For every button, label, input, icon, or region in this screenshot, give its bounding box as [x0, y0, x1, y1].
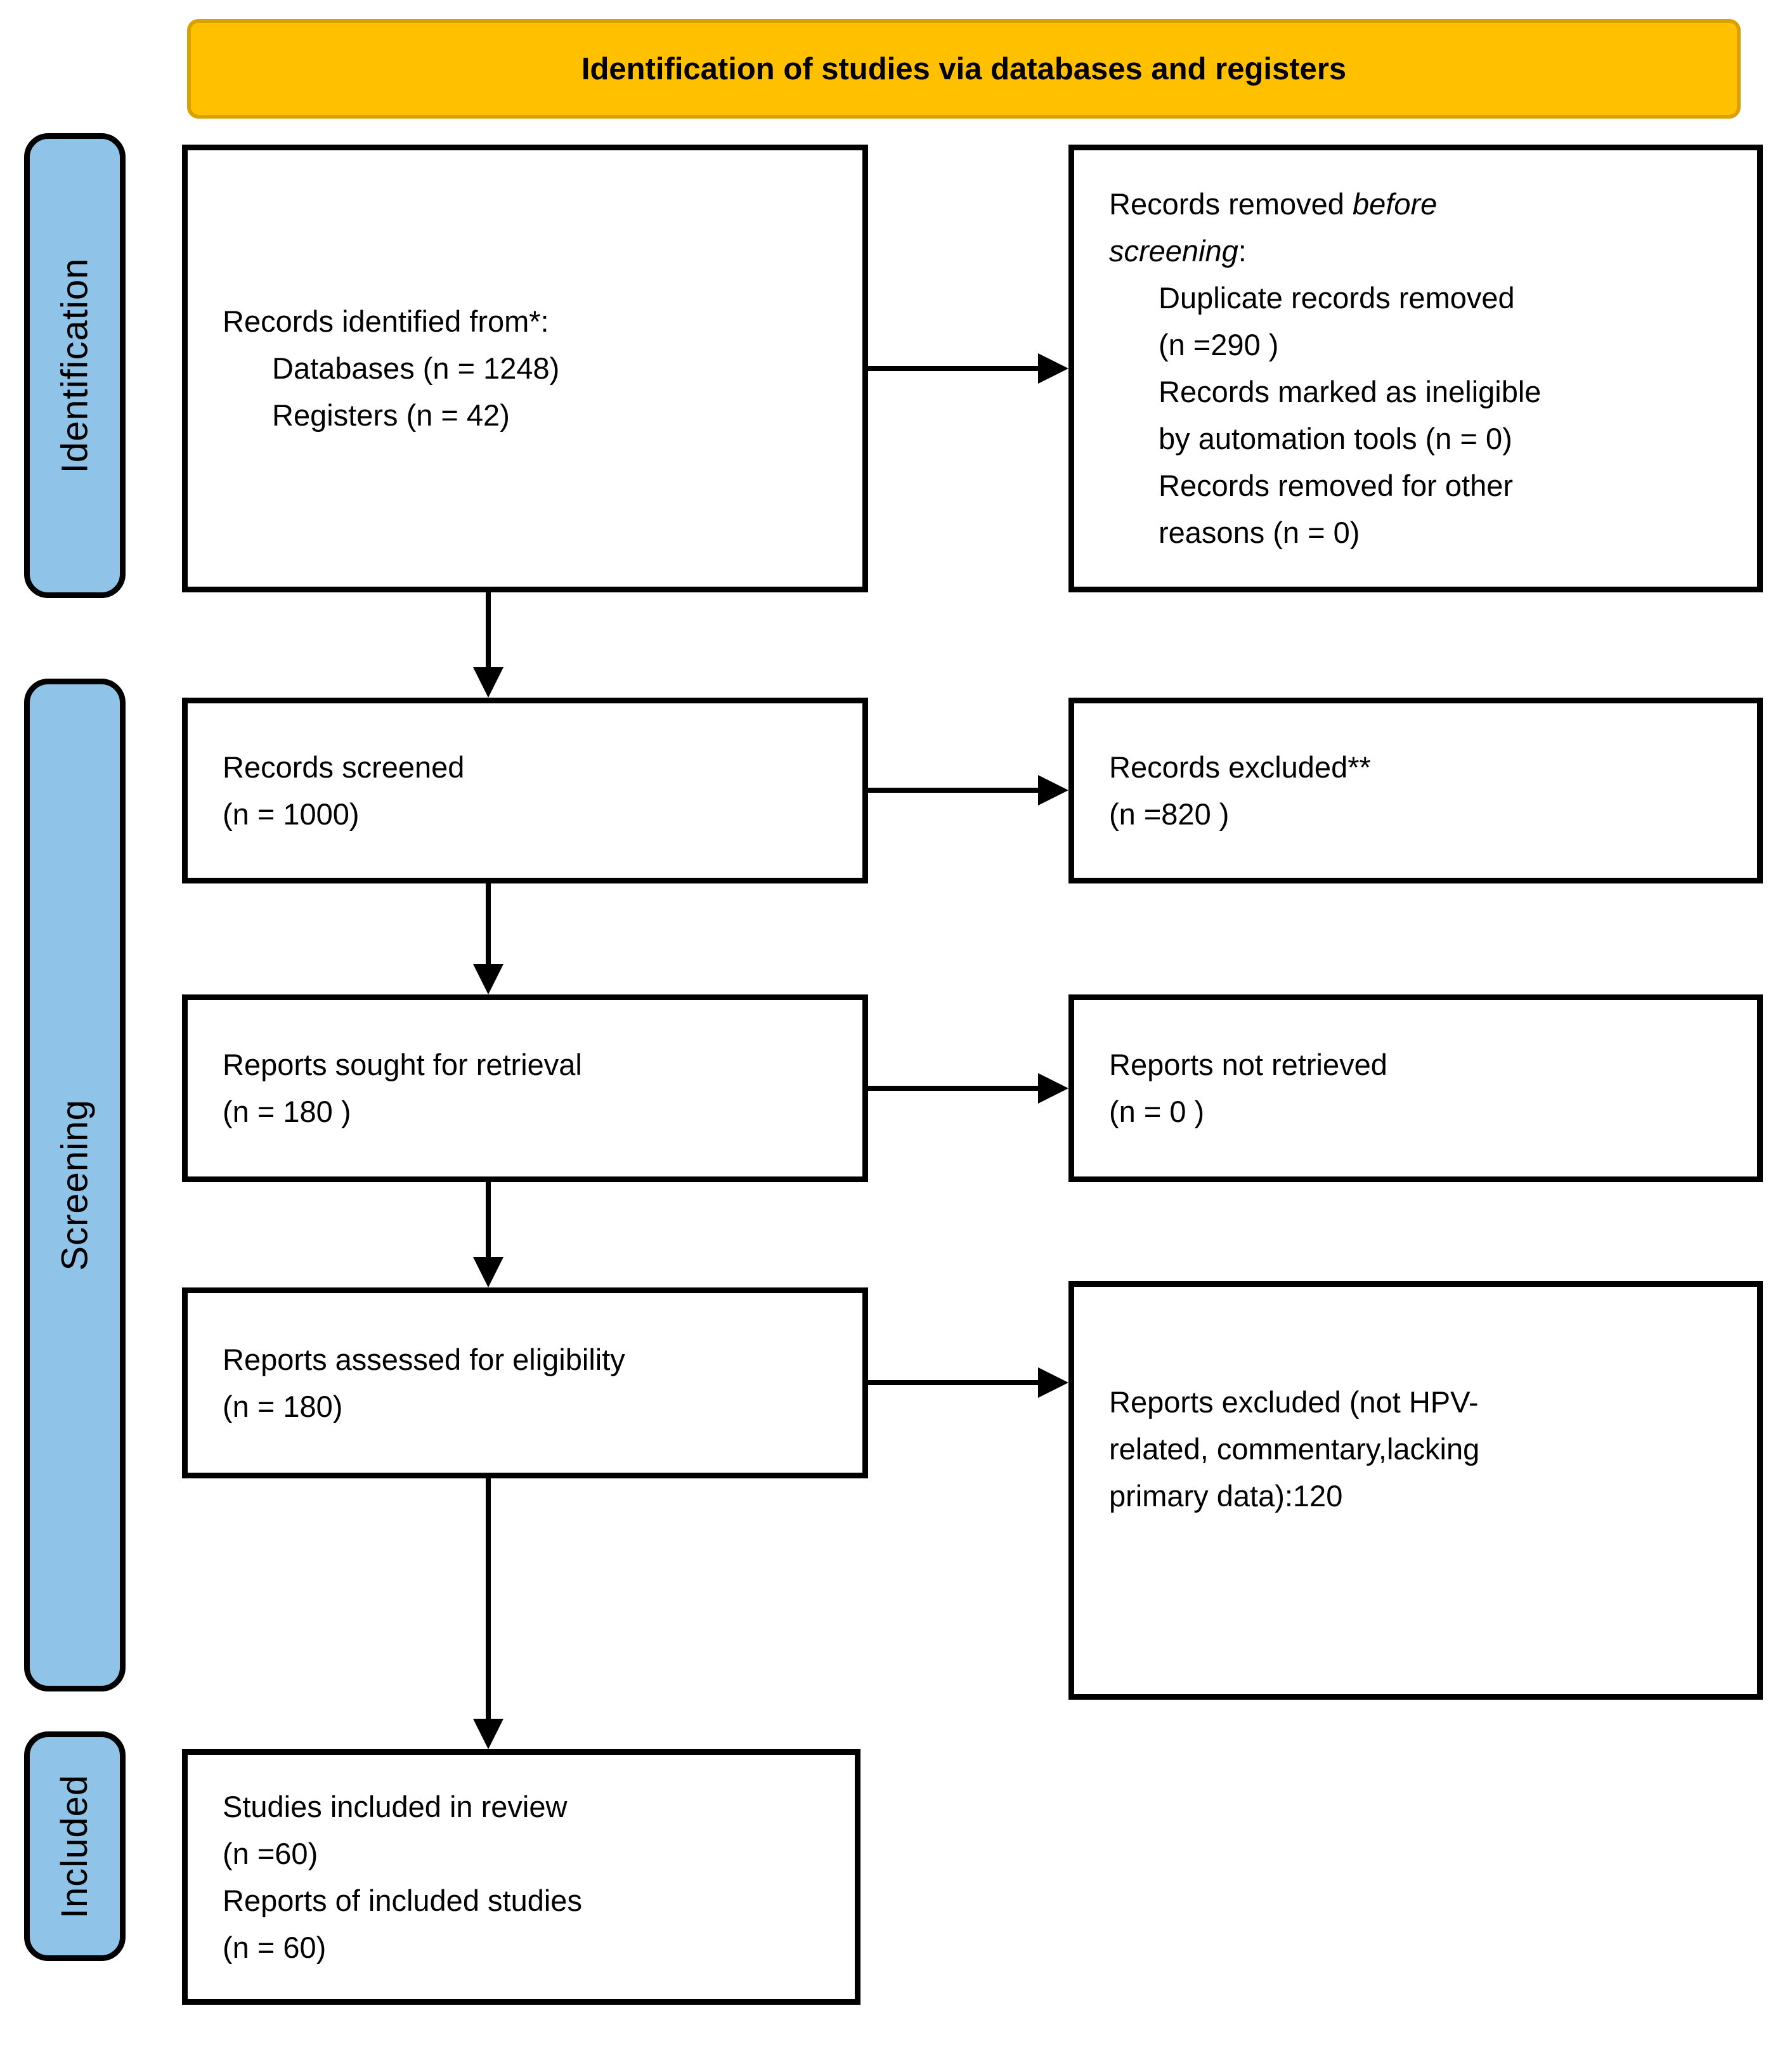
phase-label-included: Included — [54, 1774, 96, 1919]
box-text-line: related, commentary,lacking — [1109, 1432, 1480, 1466]
box-text-line: by automation tools (n = 0) — [1159, 422, 1512, 455]
box-text-line: primary data):120 — [1109, 1479, 1343, 1513]
phase-bar-included: Included — [24, 1731, 126, 1961]
box-text-line: Records identified from*: — [223, 304, 549, 338]
phase-bar-identification: Identification — [24, 133, 126, 598]
box-text-line: Reports excluded (not HPV- — [1109, 1385, 1479, 1419]
box-records-removed-before-screening: Records removed before screening: Duplic… — [1068, 145, 1763, 592]
box-text-line: (n = 180 ) — [223, 1095, 351, 1128]
arrow-sought-to-assessed-shaft — [486, 1182, 491, 1258]
box-text-line: screening: — [1109, 234, 1247, 268]
box-text-line: (n =290 ) — [1159, 328, 1279, 362]
arrow-assessed-to-included-shaft — [486, 1478, 491, 1720]
box-records-identified: Records identified from*: Databases (n =… — [182, 145, 868, 592]
box-text-line: (n = 1000) — [223, 797, 360, 831]
box-text-line: Records removed before — [1109, 187, 1438, 221]
box-reports-not-retrieved: Reports not retrieved (n = 0 ) — [1068, 994, 1763, 1182]
box-text-line: Records marked as ineligible — [1159, 375, 1542, 408]
box-records-screened: Records screened (n = 1000) — [182, 698, 868, 883]
box-text-line: (n = 60) — [223, 1930, 327, 1964]
box-text-line: (n =820 ) — [1109, 797, 1230, 831]
arrow-screened-to-excluded-head — [1038, 775, 1068, 805]
header-banner: Identification of studies via databases … — [187, 19, 1741, 119]
phase-label-screening: Screening — [54, 1099, 96, 1271]
box-text-line: Records screened — [223, 750, 465, 784]
header-title: Identification of studies via databases … — [581, 51, 1347, 86]
box-studies-included: Studies included in review (n =60) Repor… — [182, 1749, 860, 2005]
box-text-line: Databases (n = 1248) — [272, 351, 560, 385]
arrow-screened-to-sought-shaft — [486, 883, 491, 965]
arrow-sought-to-notretrieved-head — [1038, 1073, 1068, 1104]
box-reports-sought: Reports sought for retrieval (n = 180 ) — [182, 994, 868, 1182]
arrow-screened-to-sought-head — [473, 964, 503, 994]
arrow-assessed-to-excluded-head — [1038, 1367, 1068, 1398]
arrow-identified-to-screened-head — [473, 667, 503, 698]
arrow-identified-to-screened-shaft — [486, 592, 491, 668]
phase-bar-screening: Screening — [24, 679, 126, 1691]
box-records-excluded: Records excluded** (n =820 ) — [1068, 698, 1763, 883]
box-text-line: Records excluded** — [1109, 750, 1371, 784]
arrow-identified-to-removed-shaft — [867, 366, 1039, 371]
box-text-line: (n = 0 ) — [1109, 1095, 1205, 1128]
arrow-sought-to-assessed-head — [473, 1257, 503, 1287]
box-reports-assessed: Reports assessed for eligibility (n = 18… — [182, 1287, 868, 1478]
arrow-sought-to-notretrieved-shaft — [867, 1086, 1039, 1091]
arrow-assessed-to-included-head — [473, 1719, 503, 1749]
box-text-line: (n =60) — [223, 1836, 318, 1870]
arrow-identified-to-removed-head — [1038, 353, 1068, 384]
box-text-line: Reports not retrieved — [1109, 1048, 1387, 1081]
phase-label-identification: Identification — [54, 257, 96, 474]
box-text-line: Reports assessed for eligibility — [223, 1342, 625, 1376]
box-text-line: Studies included in review — [223, 1789, 568, 1823]
box-text-line: Reports of included studies — [223, 1883, 582, 1917]
arrow-screened-to-excluded-shaft — [867, 788, 1039, 793]
box-text-line: Reports sought for retrieval — [223, 1048, 582, 1081]
box-text-line: (n = 180) — [223, 1389, 343, 1423]
box-reports-excluded: Reports excluded (not HPV- related, comm… — [1068, 1281, 1763, 1700]
arrow-assessed-to-excluded-shaft — [867, 1380, 1039, 1385]
box-text-line: reasons (n = 0) — [1159, 516, 1360, 549]
box-text-line: Duplicate records removed — [1159, 281, 1515, 315]
box-text-line: Records removed for other — [1159, 469, 1514, 502]
box-text-line: Registers (n = 42) — [272, 398, 510, 432]
